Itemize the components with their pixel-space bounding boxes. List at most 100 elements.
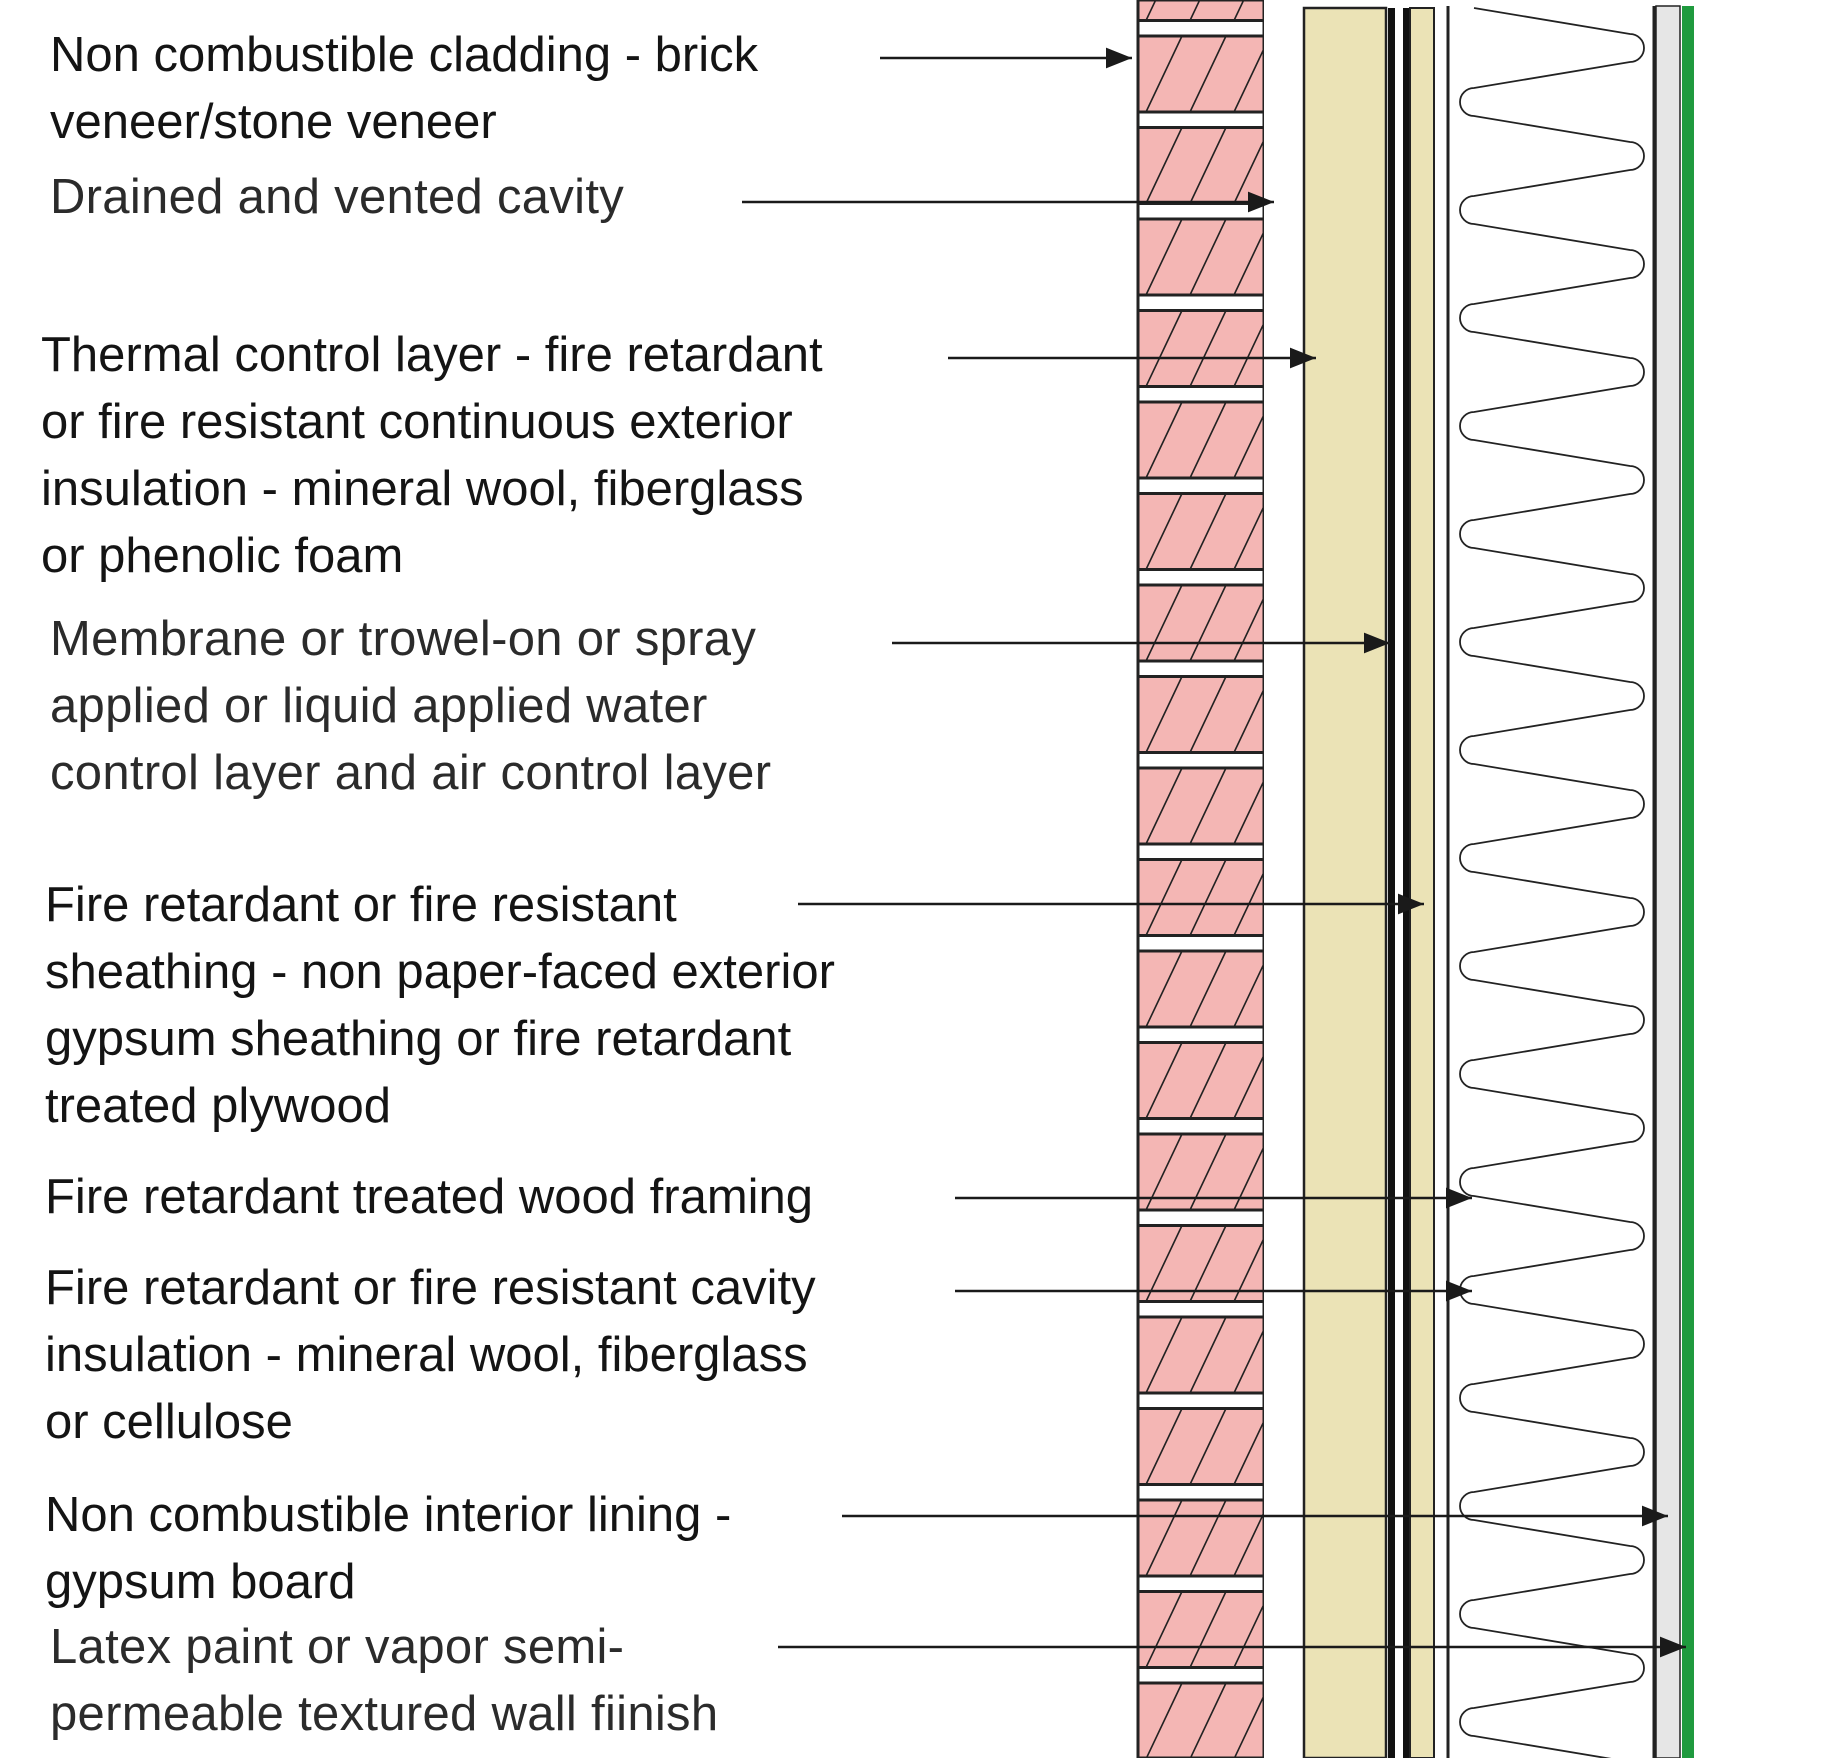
- label-membrane-line-2: applied or liquid applied water: [50, 679, 708, 733]
- label-thermal-line-1: Thermal control layer - fire retardant: [41, 328, 823, 382]
- brick-hatch-line: [1145, 584, 1183, 662]
- brick-hatch-line: [1189, 0, 1201, 21]
- brick-hatch-line: [1233, 1053, 1264, 1119]
- gypsum-board-lining: [1655, 5, 1681, 1758]
- label-finish-line-1: Latex paint or vapor semi-: [50, 1620, 625, 1674]
- label-cladding: Non combustible cladding - brick veneer/…: [50, 22, 758, 156]
- brick: [1138, 1407, 1264, 1486]
- brick-hatch-line: [1233, 870, 1264, 936]
- label-cavity-insulation-line-2: insulation - mineral wool, fiberglass: [45, 1328, 808, 1382]
- brick-hatch-line: [1233, 1327, 1264, 1394]
- brick-hatch-line: [1145, 859, 1183, 936]
- label-cavity-insulation-line-3: or cellulose: [45, 1395, 293, 1449]
- label-cladding-line-2: veneer/stone veneer: [50, 95, 497, 149]
- label-thermal-line-2: or fire resistant continuous exterior: [41, 395, 793, 449]
- label-membrane-line-3: control layer and air control layer: [50, 746, 772, 800]
- exterior-insulation-layer: [1302, 6, 1388, 1758]
- brick-hatch-line: [1189, 493, 1227, 570]
- leader-lines: [742, 47, 1686, 1658]
- brick-hatch-line: [1233, 1510, 1264, 1577]
- label-finish: Latex paint or vapor semi- permeable tex…: [50, 1614, 718, 1748]
- label-cavity-insulation-line-1: Fire retardant or fire resistant cavity: [45, 1261, 816, 1315]
- brick-hatch-line: [1189, 35, 1227, 113]
- brick: [1138, 949, 1264, 1029]
- brick: [1138, 126, 1264, 205]
- brick: [1138, 1315, 1264, 1395]
- brick: [1138, 583, 1264, 663]
- brick: [1138, 675, 1264, 754]
- brick-hatch-line: [1189, 401, 1227, 479]
- label-thermal-line-3: insulation - mineral wool, fiberglass: [41, 462, 804, 516]
- sheathing-layer: [1409, 7, 1435, 1758]
- brick-hatch-line: [1233, 412, 1264, 479]
- wood-framing-cavity: [1450, 6, 1652, 1758]
- brick-hatch-line: [1189, 767, 1227, 845]
- brick-hatch-line: [1189, 218, 1227, 296]
- label-cavity-insulation: Fire retardant or fire resistant cavity …: [45, 1255, 816, 1456]
- brick-hatch-line: [1233, 778, 1264, 845]
- label-thermal: Thermal control layer - fire retardant o…: [41, 322, 823, 590]
- label-sheathing: Fire retardant or fire resistant sheathi…: [45, 872, 835, 1140]
- label-sheathing-line-1: Fire retardant or fire resistant: [45, 878, 677, 932]
- brick-hatch-line: [1233, 504, 1264, 570]
- brick-hatch-line: [1145, 1682, 1183, 1758]
- brick-hatch-line: [1145, 0, 1157, 21]
- brick: [1138, 0, 1264, 22]
- brick-hatch-line: [1145, 1591, 1183, 1668]
- label-sheathing-line-4: treated plywood: [45, 1079, 391, 1133]
- brick-hatch-line: [1233, 687, 1264, 753]
- brick-hatch-line: [1189, 1591, 1227, 1668]
- brick-hatch-line: [1189, 1042, 1227, 1119]
- batt-zigzag: [1459, 7, 1645, 1758]
- brick-hatch-line: [1145, 35, 1183, 113]
- brick: [1138, 217, 1264, 297]
- brick-hatch-line: [1233, 595, 1264, 662]
- brick-hatch-line: [1145, 127, 1183, 204]
- brick: [1138, 766, 1264, 846]
- brick-hatch-line: [1145, 310, 1183, 387]
- brick: [1138, 34, 1264, 114]
- brick-hatch-line: [1189, 950, 1227, 1028]
- brick-hatch-line: [1233, 0, 1245, 21]
- brick-hatch-line: [1233, 46, 1264, 113]
- brick-hatch-line: [1145, 950, 1183, 1028]
- brick-hatch-line: [1233, 1236, 1264, 1302]
- brick-hatch-line: [1145, 1225, 1183, 1302]
- brick-hatch-line: [1145, 1316, 1183, 1394]
- brick: [1138, 1498, 1264, 1578]
- brick-hatch-line: [1145, 1499, 1183, 1577]
- brick-hatch-line: [1233, 961, 1264, 1028]
- label-cavity-line-1: Drained and vented cavity: [50, 170, 625, 224]
- brick: [1138, 1041, 1264, 1120]
- latex-paint-finish: [1682, 6, 1694, 1758]
- brick: [1138, 400, 1264, 480]
- brick-hatch-line: [1189, 1408, 1227, 1485]
- label-thermal-line-4: or phenolic foam: [41, 529, 404, 583]
- label-framing-line-1: Fire retardant treated wood framing: [45, 1170, 814, 1224]
- label-finish-line-2: permeable textured wall fiinish: [50, 1687, 719, 1741]
- brick-hatch-line: [1189, 676, 1227, 753]
- brick-hatch-line: [1189, 1682, 1227, 1758]
- brick-hatch-line: [1189, 127, 1227, 204]
- brick-hatch-line: [1189, 1316, 1227, 1394]
- brick: [1138, 1224, 1264, 1303]
- brick-hatch-line: [1233, 229, 1264, 296]
- label-interior-lining: Non combustible interior lining - gypsum…: [45, 1482, 731, 1616]
- brick-hatch-line: [1189, 310, 1227, 387]
- brick: [1138, 1590, 1264, 1669]
- brick-hatch-line: [1233, 1419, 1264, 1485]
- brick-hatch-line: [1233, 321, 1264, 387]
- brick-hatching: [1138, 0, 1264, 1758]
- brick-hatch-line: [1145, 1042, 1183, 1119]
- brick-hatch-line: [1233, 138, 1264, 204]
- water-air-control-membrane: [1388, 8, 1395, 1758]
- brick-hatch-line: [1145, 218, 1183, 296]
- membrane-inner-line: [1403, 8, 1409, 1758]
- brick: [1138, 858, 1264, 937]
- brick-hatch-line: [1145, 767, 1183, 845]
- label-sheathing-line-2: sheathing - non paper-faced exterior: [45, 945, 835, 999]
- brick-hatch-line: [1145, 1408, 1183, 1485]
- brick-hatch-line: [1145, 401, 1183, 479]
- label-membrane: Membrane or trowel-on or spray applied o…: [50, 606, 771, 807]
